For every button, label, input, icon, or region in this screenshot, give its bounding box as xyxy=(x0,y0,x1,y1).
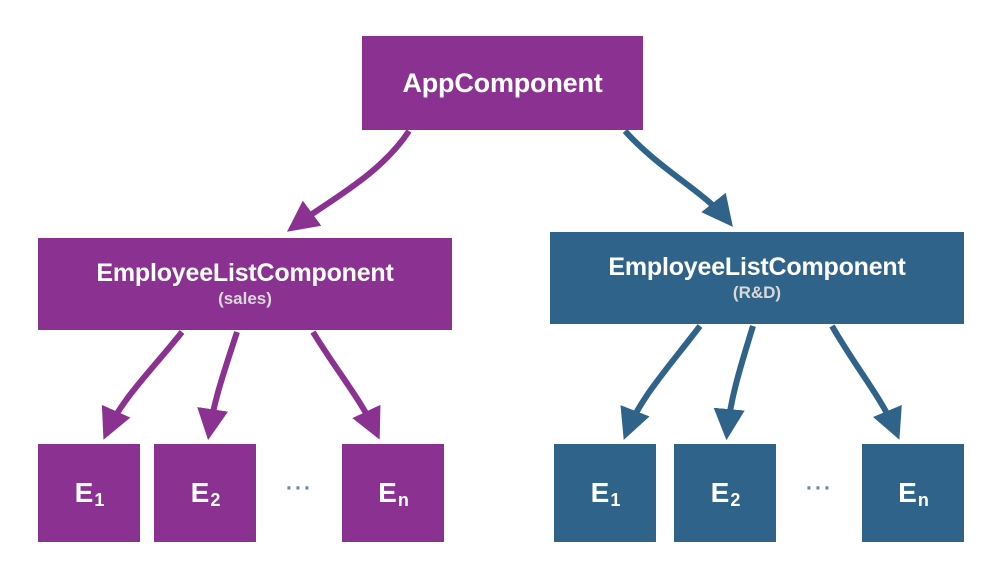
edge-app-to-rnd xyxy=(622,128,733,227)
node-employee-sales-n[interactable]: En xyxy=(342,444,444,542)
node-employee-sales-2-label: E2 xyxy=(190,477,221,511)
edge-sales-to-leaf-n xyxy=(310,330,381,440)
node-employee-sales-1[interactable]: E1 xyxy=(38,444,140,542)
node-employee-sales-1-label: E1 xyxy=(74,477,105,511)
node-app-component[interactable]: AppComponent xyxy=(362,36,643,130)
node-employee-rnd-1[interactable]: E1 xyxy=(554,444,656,542)
employee-base: E xyxy=(74,477,94,509)
node-employee-rnd-n-label: En xyxy=(898,477,929,511)
edge-app-to-sales xyxy=(286,129,412,232)
employee-base: E xyxy=(190,477,210,509)
employee-base: E xyxy=(710,477,730,509)
node-employee-list-rnd-subtitle: (R&D) xyxy=(732,282,782,302)
node-employee-list-sales-title: EmployeeListComponent xyxy=(96,259,394,288)
edge-rnd-to-leaf-1 xyxy=(620,324,703,440)
node-employee-rnd-1-label: E1 xyxy=(590,477,621,511)
employee-index: n xyxy=(397,490,409,511)
employee-base: E xyxy=(898,477,917,509)
employee-base: E xyxy=(378,477,397,509)
node-employee-list-rnd[interactable]: EmployeeListComponent (R&D) xyxy=(550,232,964,324)
node-app-component-title: AppComponent xyxy=(402,67,603,98)
ellipsis-sales: ··· xyxy=(286,477,313,500)
edge-rnd-to-leaf-2 xyxy=(713,325,756,441)
node-employee-list-rnd-title: EmployeeListComponent xyxy=(608,253,906,282)
edge-sales-to-leaf-1 xyxy=(101,330,185,440)
node-employee-list-sales-subtitle: (sales) xyxy=(218,288,272,308)
employee-index: 1 xyxy=(610,490,621,511)
node-employee-sales-n-label: En xyxy=(378,477,409,511)
employee-index: 2 xyxy=(730,490,741,511)
node-employee-rnd-2-label: E2 xyxy=(710,477,741,511)
ellipsis-rnd: ··· xyxy=(806,477,833,500)
node-employee-list-sales[interactable]: EmployeeListComponent (sales) xyxy=(38,238,452,330)
node-employee-rnd-2[interactable]: E2 xyxy=(674,444,776,542)
node-employee-rnd-n[interactable]: En xyxy=(862,444,964,542)
edge-rnd-to-leaf-n xyxy=(829,324,902,440)
employee-base: E xyxy=(590,477,610,509)
node-employee-sales-2[interactable]: E2 xyxy=(154,444,256,542)
employee-index: 1 xyxy=(94,490,105,511)
employee-index: 2 xyxy=(210,490,221,511)
edge-sales-to-leaf-2 xyxy=(197,331,240,441)
employee-index: n xyxy=(917,490,929,511)
